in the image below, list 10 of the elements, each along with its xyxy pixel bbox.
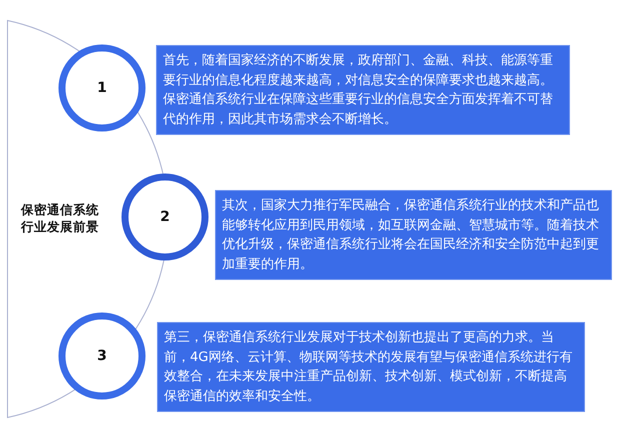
step-number: 3 — [97, 348, 107, 364]
description-panel — [157, 322, 585, 412]
step-number: 2 — [160, 209, 170, 225]
description-text: 其次，国家大力推行军民融合，保密通信系统行业的技术和产品也能够转化应用到民用领域，如互联网金融、智慧城市等。随着技术优化升级，保密通信系统行业将会在国民经济和安全防范中起到更加重要的作用。 — [221, 197, 600, 274]
description-text: 首先，随着国家经济的不断发展，政府部门、金融、科技、能源等重要行业的信息化程度越来越高，对信息安全的保障要求也越来越高。保密通信系统行业在保障这些重要行业的信息安全方面发挥着不可替代的作用，因此其市场需求会不断增长。 — [162, 52, 554, 128]
description-text: 第三，保密通信系统行业发展对于技术创新也提出了更高的力求。当前，4G网络、云计算、物联网等技术的发展有望与保密通信系统进行有效整合，在未来发展中注重产品创新、技术创新、模式创新，不断提高保密通信的效率和安全性。 — [163, 329, 574, 406]
description-panel — [156, 45, 570, 135]
step-number: 1 — [97, 80, 107, 96]
description-panel — [215, 190, 612, 280]
heading-text: 保密通信系统行业发展前景 — [21, 201, 100, 235]
